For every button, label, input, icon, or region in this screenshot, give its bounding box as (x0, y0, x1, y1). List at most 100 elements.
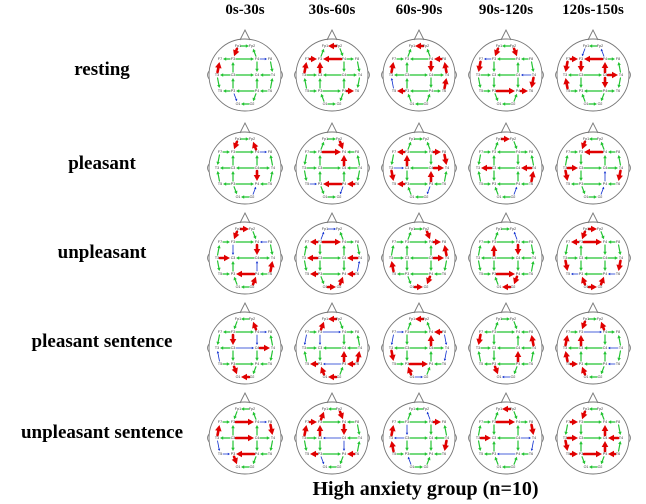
connection-line (477, 426, 481, 436)
electrode-label: P4 (516, 452, 520, 456)
arrow-head (602, 186, 605, 190)
electrode-label: F4 (516, 330, 520, 334)
connection-line (617, 442, 621, 452)
electrode-label: C3 (231, 73, 236, 77)
electrode-label: T3 (563, 166, 567, 170)
arrow-head (514, 415, 518, 420)
right-ear (280, 163, 283, 173)
arrow-head (487, 346, 491, 350)
electrode-label: O1 (584, 375, 589, 379)
figure-footer: High anxiety group (n=10) (312, 478, 539, 500)
arrow-head (303, 161, 307, 166)
arrow-head (337, 256, 341, 260)
electrode-label: O2 (424, 285, 429, 289)
arrow-head (410, 272, 414, 276)
nose-mark (500, 121, 512, 134)
arrow-head (579, 351, 583, 355)
electrode-label: C3 (405, 436, 410, 440)
arrow-head (514, 325, 518, 330)
arrow-head (217, 448, 221, 452)
arrow-head (250, 362, 254, 366)
connection-line (304, 352, 308, 362)
electrode-label: C4 (429, 73, 434, 77)
arrow-head (572, 450, 578, 458)
connection-line (617, 244, 621, 254)
electrode-label: F4 (603, 420, 607, 424)
arrow-head (302, 424, 309, 432)
nose-mark (413, 121, 425, 134)
electrode-label: Fp1 (583, 407, 589, 411)
arrow-head (314, 182, 317, 186)
electrode-label: T3 (215, 73, 219, 77)
arrow-head (318, 447, 322, 451)
electrode-label: O2 (598, 195, 603, 199)
electrode-label: O2 (598, 285, 603, 289)
arrow-head (226, 272, 230, 276)
arrow-head (579, 267, 583, 271)
arrow-head (220, 346, 224, 350)
arrow-head (513, 231, 516, 235)
right-ear (280, 253, 283, 263)
electrode-label: Fp2 (510, 44, 516, 48)
electrode-label: T6 (529, 182, 533, 186)
arrow-head (579, 177, 583, 181)
connection-line (443, 172, 447, 182)
arrow-head (608, 272, 611, 276)
arrow-head (514, 249, 522, 255)
right-ear (280, 433, 283, 443)
left-ear (468, 433, 471, 443)
arrow-head (584, 362, 588, 366)
electrode-label: F4 (255, 57, 259, 61)
arrow-head (424, 436, 428, 440)
connection-line (477, 440, 481, 450)
arrow-head (478, 267, 482, 272)
electrode-label: T6 (268, 272, 272, 276)
arrow-head (568, 346, 572, 350)
nose-mark (326, 211, 338, 224)
electrode-label: P3 (405, 362, 409, 366)
arrow-head (328, 315, 334, 323)
electrode-label: Fp2 (249, 137, 255, 141)
connection-line (600, 187, 604, 195)
right-ear (280, 70, 283, 80)
arrow-head (516, 335, 520, 339)
electrode-label: C4 (342, 346, 347, 350)
arrow-head (563, 174, 570, 182)
arrow-head (521, 240, 525, 244)
electrode-label: Fp2 (249, 227, 255, 231)
electrode-label: T3 (389, 346, 393, 350)
right-ear (367, 433, 370, 443)
arrow-head (270, 68, 274, 73)
electrode-label: F3 (231, 420, 235, 424)
nose-mark (326, 121, 338, 134)
electrode-label: Fp2 (336, 317, 342, 321)
arrow-head (437, 89, 441, 93)
electrode-label: T5 (392, 272, 396, 276)
arrow-head (600, 48, 603, 52)
electrode-label: F8 (442, 330, 446, 334)
electrode-label: F8 (442, 240, 446, 244)
connection-line (617, 424, 621, 434)
arrow-head (226, 420, 230, 424)
column-header-5: 120s-150s (562, 2, 624, 18)
electrode-label: F3 (579, 57, 583, 61)
electrode-label: F8 (442, 420, 446, 424)
electrode-label: T4 (358, 166, 362, 170)
electrode-label: Fp1 (583, 137, 589, 141)
electrode-label: C4 (255, 256, 260, 260)
arrow-head (255, 357, 259, 361)
left-ear (381, 163, 384, 173)
arrow-head (264, 150, 267, 154)
arrow-head (223, 89, 227, 93)
electrode-label: O1 (497, 465, 502, 469)
electrode-label: T4 (445, 436, 449, 440)
electrode-label: T6 (355, 362, 359, 366)
electrode-label: P3 (231, 89, 235, 93)
arrow-head (426, 277, 433, 285)
nose-mark (500, 301, 512, 314)
electrode-label: F8 (529, 57, 533, 61)
arrow-head (405, 447, 409, 451)
arrow-head (231, 171, 235, 175)
